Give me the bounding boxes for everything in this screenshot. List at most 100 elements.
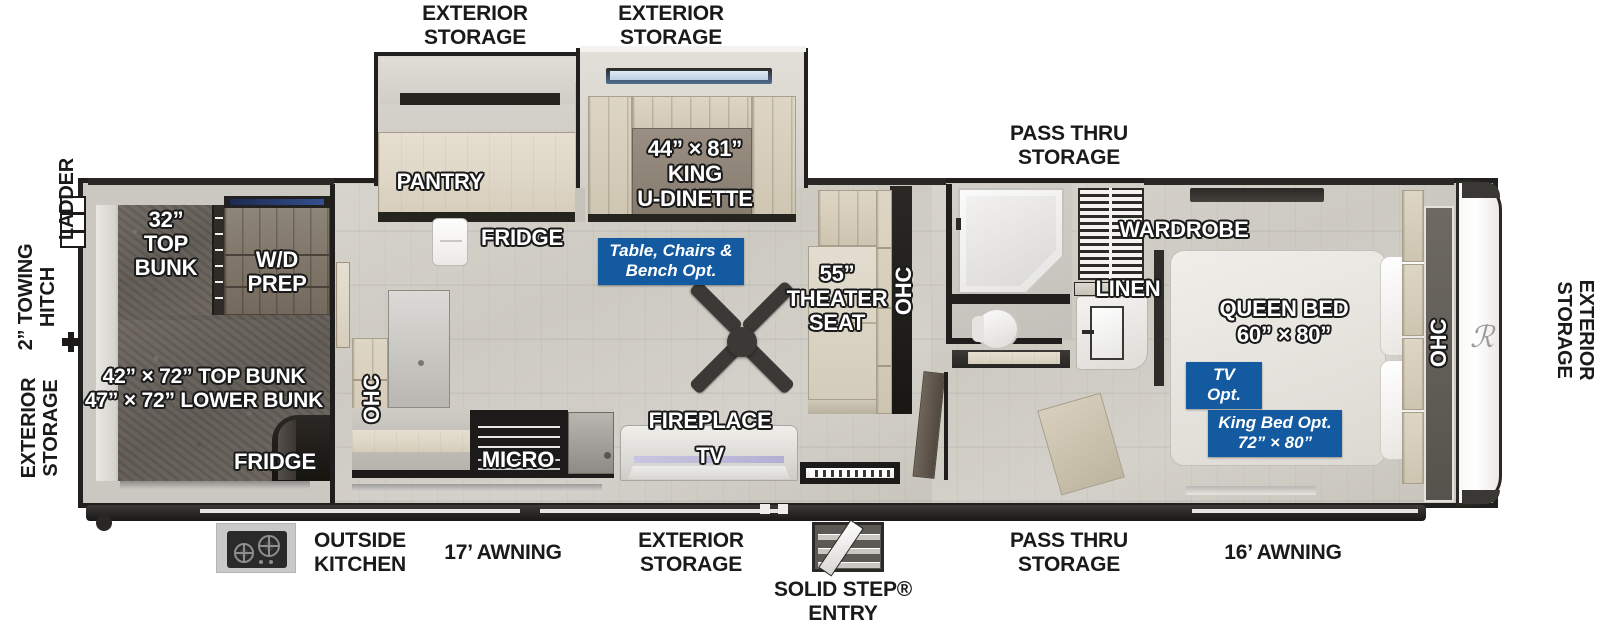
fireplace-glass — [634, 456, 784, 463]
label-ohc-kitchen: OHC — [359, 374, 384, 424]
bedroom-left-panel — [1154, 250, 1164, 386]
cooktop-grates — [478, 418, 560, 448]
rear-ohc-cabinet-1 — [1402, 190, 1424, 262]
micro-unit — [568, 412, 614, 474]
chassis-frame — [86, 505, 1426, 521]
label-ohc-rear: OHC — [1426, 318, 1451, 368]
label-pass-thru-storage-bottom: PASS THRU STORAGE — [1010, 529, 1128, 576]
toilet-tank — [972, 316, 984, 342]
badge-tv-option[interactable]: TV Opt. — [1186, 362, 1262, 410]
label-ladder: LADDER — [56, 157, 78, 241]
ladder-icon — [60, 196, 86, 248]
chassis-highlight-left — [200, 509, 520, 513]
theater-seat-foot — [808, 400, 888, 414]
dinette-window-glass — [610, 71, 768, 80]
bathroom-wall-left — [946, 184, 952, 344]
outside-kitchen-icon — [216, 523, 296, 573]
label-bunk-dimensions: 42” × 72” TOP BUNK 47” × 72” LOWER BUNK — [84, 365, 324, 413]
dinette-base-trim — [588, 214, 796, 222]
solid-step-icon — [812, 519, 884, 577]
label-top-left-exterior-storage: EXTERIOR STORAGE — [422, 2, 528, 49]
bedroom-lower-window — [1186, 486, 1316, 495]
rear-cap — [1456, 180, 1502, 506]
roof-line-mid — [808, 178, 946, 185]
label-wardrobe: WARDROBE — [1119, 217, 1249, 242]
queen-bed — [1170, 250, 1386, 466]
label-top-right-exterior-storage: EXTERIOR STORAGE — [618, 2, 724, 49]
label-bottom-exterior-storage: EXTERIOR STORAGE — [638, 529, 744, 576]
bunk-room-door — [336, 262, 350, 348]
badge-king-bed-option[interactable]: King Bed Opt. 72” × 80” — [1208, 410, 1342, 458]
bedroom-vanity-mirror — [1090, 306, 1124, 360]
rear-ohc-cabinet-2 — [1402, 264, 1424, 336]
wardrobe-divider — [1109, 188, 1112, 280]
label-micro: MICRO — [481, 447, 555, 472]
bunk-window — [120, 481, 310, 489]
rear-cap-top-trim — [1462, 182, 1500, 198]
kitchen-fridge-handle — [418, 360, 424, 366]
rear-cap-bottom-trim — [1462, 490, 1500, 504]
kitchen-fridge-small — [432, 218, 468, 266]
rear-cap-logo: ℛ — [1470, 321, 1494, 354]
label-16-awning: 16’ AWNING — [1224, 541, 1342, 564]
slideout-roof-accent — [580, 46, 806, 52]
rear-ohc-panel — [1424, 206, 1454, 502]
label-kitchen-fridge: FRIDGE — [481, 225, 563, 250]
label-queen-bed: QUEEN BED 60” × 80” — [1219, 296, 1349, 347]
roof-line-right — [1144, 178, 1454, 185]
bunkroom-side-window — [352, 484, 602, 491]
bedroom-vanity-handle — [1082, 330, 1094, 334]
fan-hub — [727, 327, 757, 357]
top-bunk-32 — [118, 205, 214, 315]
shower-curb — [952, 294, 1070, 304]
label-top-bunk-32: 32” TOP BUNK — [134, 207, 198, 281]
chassis-highlight-mid — [540, 509, 780, 513]
label-17-awning: 17’ AWNING — [444, 541, 562, 564]
cooktop-grates-lower — [478, 452, 560, 470]
bunk-room-wall — [330, 184, 335, 504]
label-wd-prep: W/D PREP — [247, 247, 307, 297]
theater-seat-split — [808, 322, 888, 324]
shower-door-handle — [956, 218, 961, 230]
label-tv: TV — [696, 443, 724, 468]
dinette-seat-left — [588, 96, 632, 222]
fireplace-base — [628, 466, 790, 479]
bunk-fridge-door — [278, 420, 296, 480]
label-theater-seat: 55” THEATER SEAT — [786, 261, 888, 336]
bathroom-door-jamb — [944, 372, 948, 480]
label-solid-step-entry: SOLID STEP® ENTRY — [773, 578, 913, 625]
label-left-exterior-storage: EXTERIOR STORAGE — [18, 377, 62, 479]
label-fireplace: FIREPLACE — [648, 408, 772, 433]
front-window — [96, 205, 116, 481]
label-linen: LINEN — [1095, 276, 1161, 301]
theater-ohc-side — [876, 190, 892, 414]
label-ohc-theater: OHC — [891, 266, 916, 316]
label-outside-kitchen: OUTSIDE KITCHEN — [314, 529, 406, 576]
label-king-u-dinette: 44” × 81” KING U-DINETTE — [637, 136, 753, 212]
wd-prep-cabinet — [224, 207, 330, 315]
label-right-exterior-storage: EXTERIOR STORAGE — [1553, 279, 1597, 381]
chassis-tab-a — [760, 504, 770, 514]
label-bunk-fridge: FRIDGE — [234, 449, 316, 474]
pantry-overhead-dark — [400, 93, 560, 105]
fridge-divider — [440, 240, 462, 242]
pantry-cabinet-base — [378, 212, 576, 222]
micro-handle — [604, 452, 611, 459]
label-towing-hitch: 2” TOWING HITCH — [15, 243, 59, 351]
entry-step-hatch — [810, 470, 890, 477]
landing-gear — [96, 515, 112, 531]
kitchen-counter-edge — [352, 470, 614, 478]
badge-dinette-option[interactable]: Table, Chairs & Bench Opt. — [598, 238, 744, 286]
label-pass-thru-storage-top: PASS THRU STORAGE — [1010, 122, 1128, 169]
bathroom-vanity-front — [968, 352, 1060, 364]
chassis-tab-b — [778, 504, 788, 514]
bedroom-window — [1190, 188, 1324, 202]
bunk-ladder — [214, 205, 224, 315]
ohc-theater-panel — [890, 186, 912, 414]
bunk-overhead-light — [230, 199, 324, 205]
kitchen-fridge-tall — [388, 290, 450, 408]
label-pantry: PANTRY — [396, 169, 484, 194]
rear-ohc-cabinet-4 — [1402, 412, 1424, 484]
roof-line-left — [88, 178, 334, 185]
